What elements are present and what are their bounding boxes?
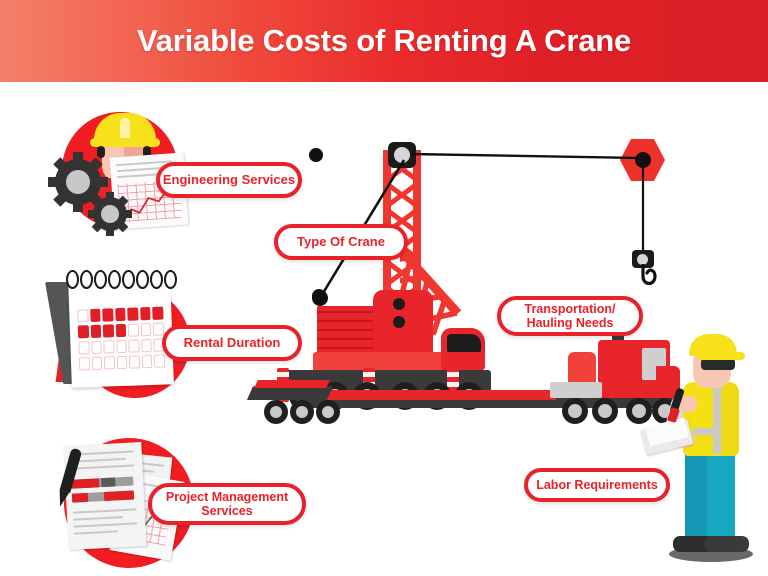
label-type-of-crane[interactable]: Type Of Crane: [274, 224, 408, 260]
worker-boot-front: [705, 536, 749, 552]
spiral-ring: [108, 270, 121, 289]
label-text: Type Of Crane: [297, 233, 385, 249]
spiral-ring: [66, 270, 79, 289]
trailer-beam: [298, 400, 562, 408]
label-text: Labor Requirements: [536, 478, 658, 492]
large-gear-icon: [48, 152, 108, 212]
spiral-ring: [136, 270, 149, 289]
calendar-spiral-binding: [64, 268, 180, 290]
trailer-wheel: [264, 400, 288, 424]
truck-frame: [556, 398, 676, 408]
crane-window-lower: [393, 316, 405, 328]
worker-sunglasses-icon: [701, 358, 735, 370]
header-banner: Variable Costs of Renting A Crane: [0, 0, 768, 82]
construction-worker-illustration: [640, 332, 765, 572]
label-text-line-2: Services: [201, 504, 253, 518]
trailer-deck: [284, 390, 570, 400]
label-text-line-1: Transportation/: [524, 302, 616, 316]
worker-vest-shoulder: [721, 382, 739, 456]
label-labor-requirements[interactable]: Labor Requirements: [524, 468, 670, 502]
worker-hard-hat-brim: [697, 352, 745, 360]
spiral-ring: [80, 270, 93, 289]
worker-vest-strap: [693, 428, 737, 435]
spiral-ring: [94, 270, 107, 289]
engineer-ear-right: [143, 146, 151, 158]
label-text: Rental Duration: [183, 334, 281, 350]
trailer-wheel: [290, 400, 314, 424]
label-text-line-1: Project Management: [165, 490, 289, 504]
crane-hook-pulley-wheel-icon: [637, 254, 648, 265]
label-engineering-services[interactable]: Engineering Services: [156, 162, 302, 198]
label-project-management-services[interactable]: Project Management Services: [148, 483, 306, 525]
truck-wheel: [592, 398, 618, 424]
small-gear-icon: [88, 192, 132, 236]
label-rental-duration[interactable]: Rental Duration: [162, 325, 302, 361]
label-text-line-2: Hauling Needs: [526, 316, 614, 330]
trailer-wheel: [316, 400, 340, 424]
label-transportation-hauling-needs[interactable]: Transportation/ Hauling Needs: [497, 296, 643, 336]
engineer-ear-left: [97, 146, 105, 158]
counterweight-stack: [317, 306, 383, 356]
crane-cab-window: [447, 334, 481, 352]
crane-window-upper: [393, 298, 405, 310]
spiral-ring: [164, 270, 177, 289]
page-title: Variable Costs of Renting A Crane: [136, 23, 632, 58]
worker-boot-back: [673, 536, 715, 552]
spiral-ring: [122, 270, 135, 289]
truck-wheel: [562, 398, 588, 424]
worker-hard-hat: [689, 334, 737, 356]
crane-hook-icon: [641, 264, 657, 286]
crane-deck: [313, 352, 461, 374]
worker-leg-back: [685, 450, 711, 546]
mast-pulley-wheel-icon: [394, 147, 410, 163]
worker-hand: [679, 396, 697, 412]
engineer-hard-hat-crest: [120, 118, 130, 138]
spiral-ring: [150, 270, 163, 289]
truck-wheel: [626, 398, 652, 424]
worker-vest-strap: [713, 384, 721, 454]
truck-catwalk: [550, 382, 602, 398]
engineer-hard-hat-brim: [90, 138, 160, 147]
worker-leg-front: [707, 450, 735, 546]
label-text: Engineering Services: [162, 171, 296, 187]
